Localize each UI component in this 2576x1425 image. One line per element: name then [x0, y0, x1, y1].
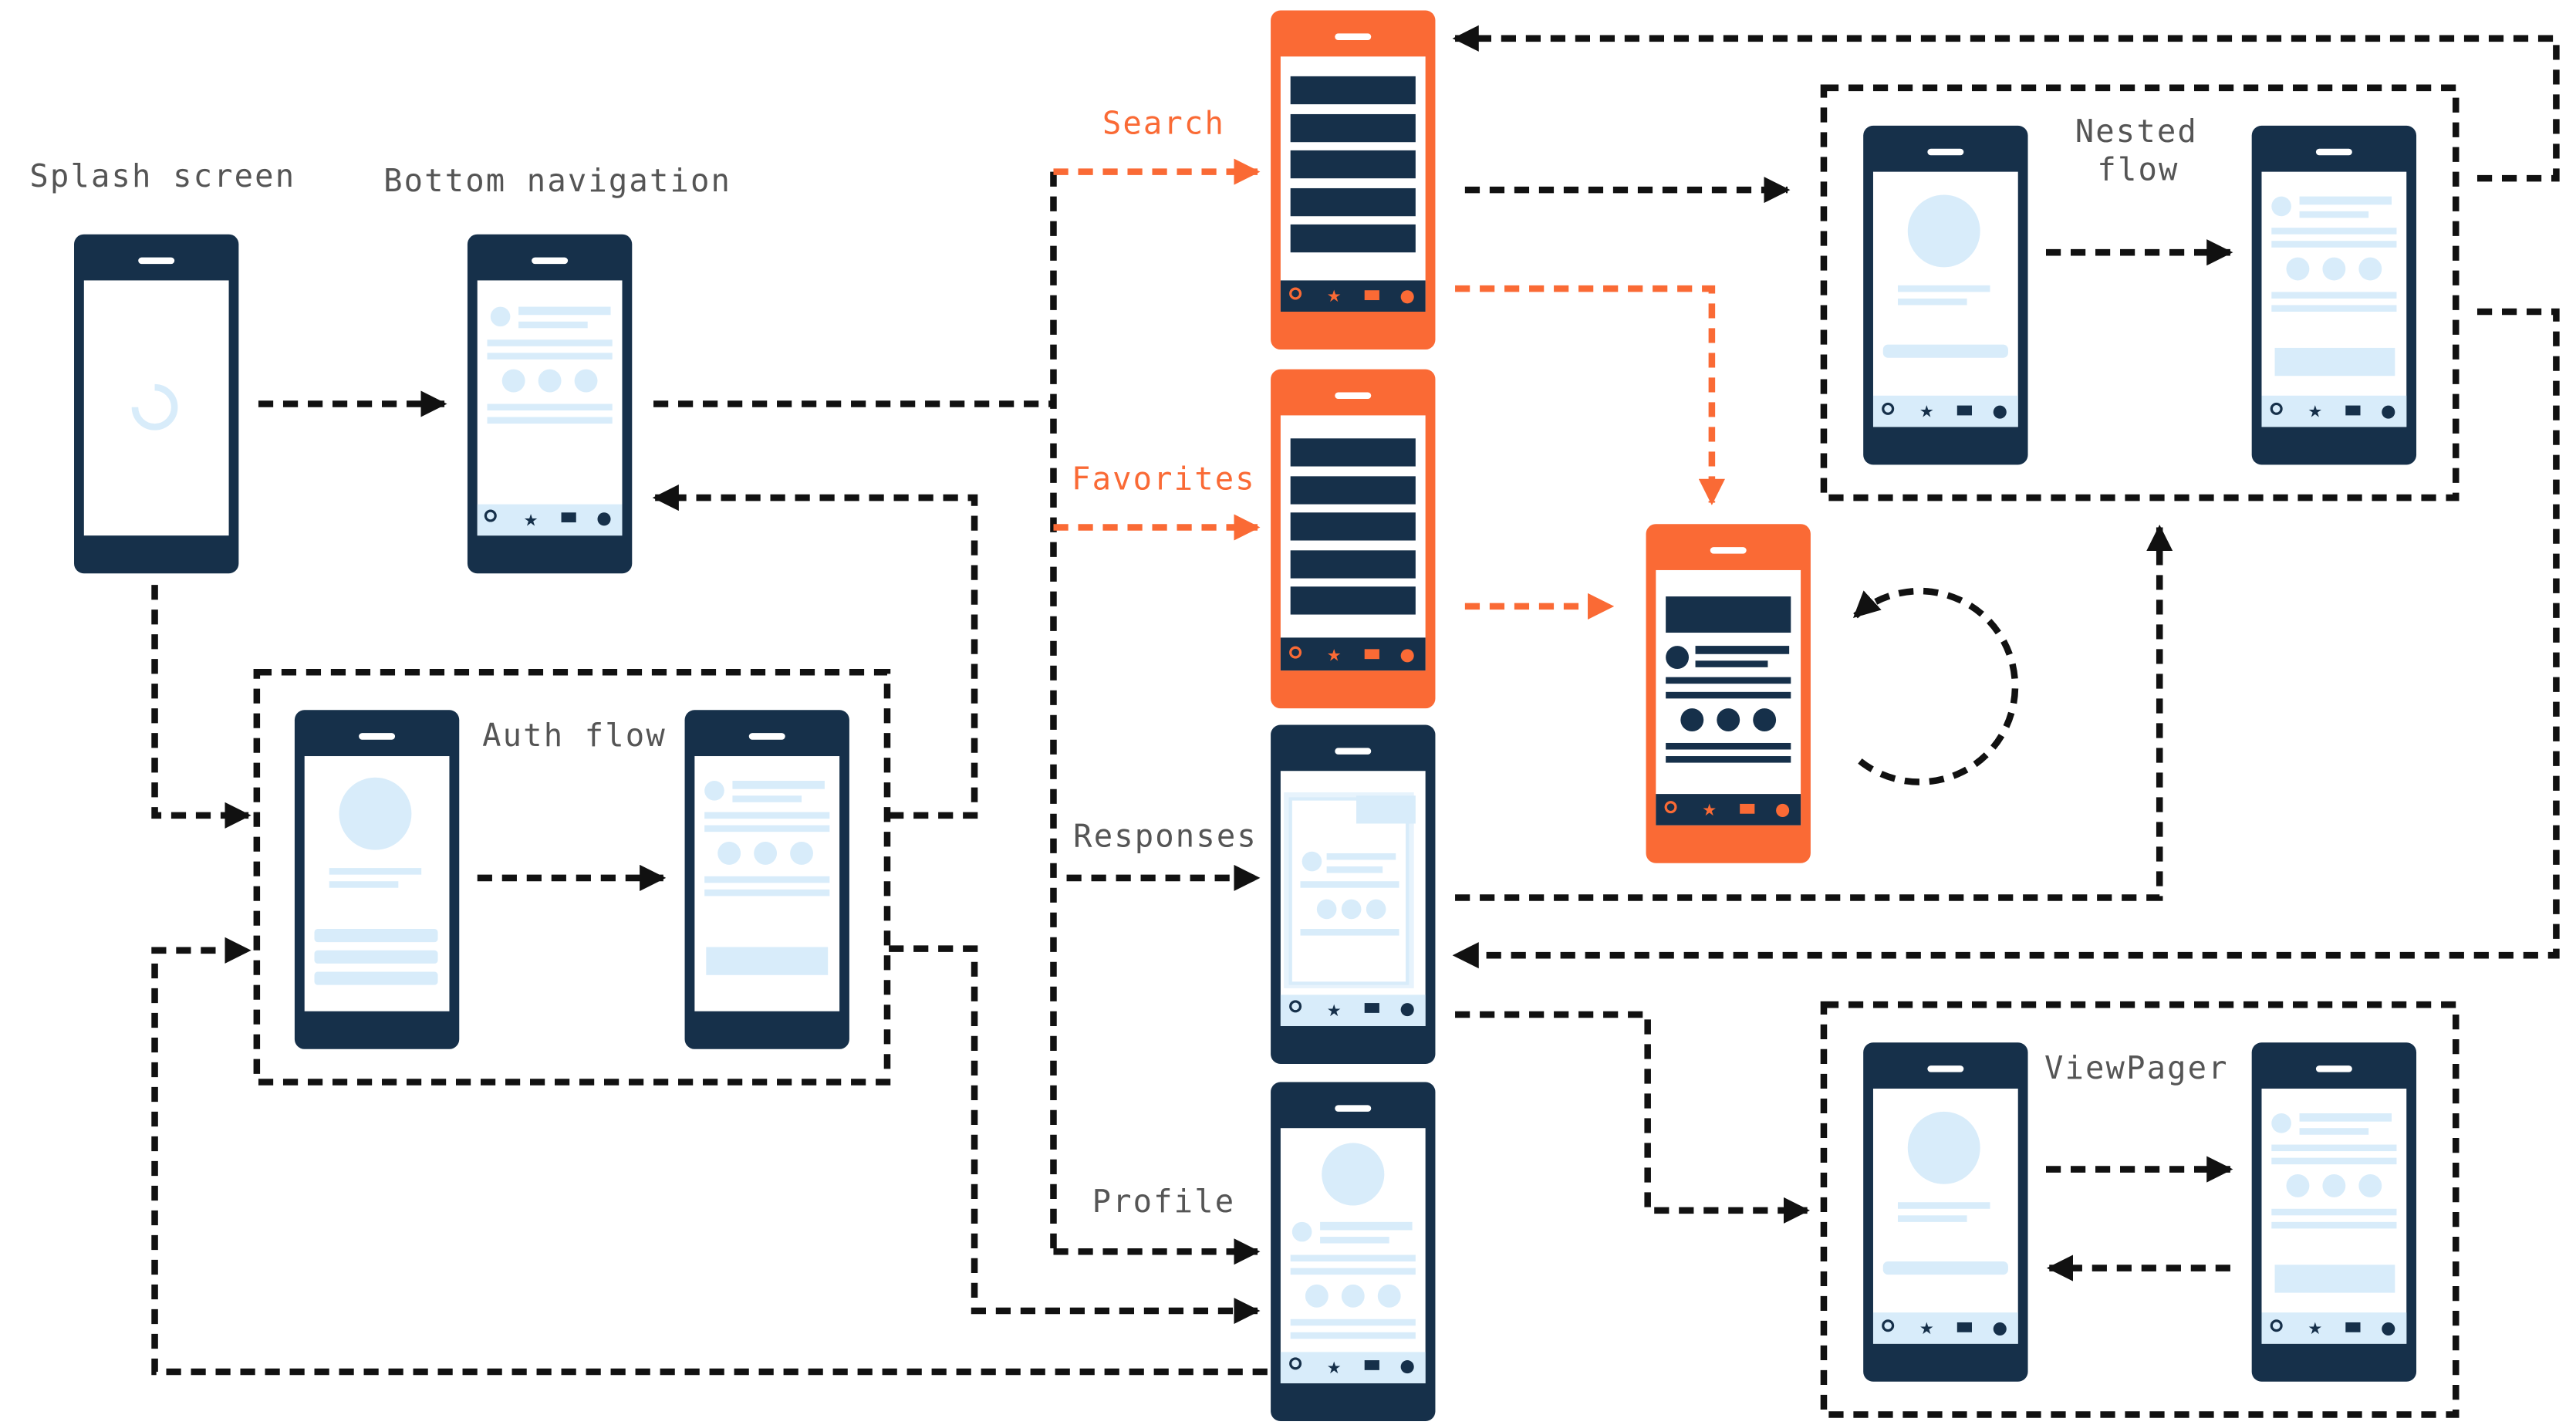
label-splash-screen: Splash screen	[29, 157, 295, 194]
label-favorites: Favorites	[1072, 460, 1256, 497]
search-icon	[1882, 1319, 1895, 1332]
mail-icon	[1364, 1360, 1379, 1370]
profile-icon	[1400, 1003, 1414, 1017]
label-auth-flow: Auth flow	[482, 717, 667, 754]
label-viewpager: ViewPager	[2044, 1049, 2229, 1086]
favorites-phone: ★	[1271, 369, 1436, 709]
loading-spinner-icon	[131, 383, 178, 431]
search-icon	[1882, 402, 1895, 415]
label-search: Search	[1102, 105, 1225, 142]
mail-icon	[2345, 405, 2361, 416]
detail-phone: ★	[1646, 524, 1811, 863]
arrow-profile-to-auth	[151, 937, 1268, 1376]
auth-login-phone	[294, 710, 460, 1049]
profile-icon	[1993, 1322, 2007, 1336]
label-nested-line-2: flow	[2097, 150, 2179, 187]
label-bottom-navigation: Bottom navigation	[383, 162, 731, 199]
star-icon: ★	[1919, 1319, 1934, 1339]
profile-icon	[1400, 290, 1414, 304]
search-icon	[1289, 646, 1302, 659]
star-icon: ★	[1327, 646, 1342, 665]
mail-icon	[1364, 649, 1379, 660]
bottom-navigation-phone: ★	[467, 234, 633, 574]
profile-phone: ★	[1271, 1082, 1436, 1421]
arrow-responses-to-viewpager	[1455, 1011, 1811, 1224]
star-icon: ★	[1702, 801, 1717, 820]
profile-icon	[597, 512, 611, 526]
splash-screen-phone	[74, 234, 239, 574]
search-icon	[1289, 1357, 1302, 1370]
profile-icon	[2382, 1322, 2395, 1336]
mail-icon	[1740, 803, 1755, 814]
viewpager-screen-2-phone: ★	[2251, 1042, 2417, 1382]
mail-icon	[1364, 290, 1379, 301]
star-icon: ★	[1919, 403, 1934, 422]
arrow-detail-self-loop	[1852, 587, 2019, 785]
arrow-search-to-detail	[1455, 285, 1725, 505]
star-icon: ★	[523, 511, 538, 530]
search-icon	[484, 509, 497, 522]
label-responses: Responses	[1073, 817, 1258, 854]
responses-phone: ★	[1271, 724, 1436, 1065]
star-icon: ★	[2308, 403, 2322, 422]
profile-icon	[1400, 1360, 1414, 1374]
nested-flow-screen-2-phone: ★	[2251, 125, 2417, 465]
mail-icon	[1956, 405, 1972, 416]
profile-icon	[2382, 405, 2395, 419]
label-nested-line-1: Nested	[2075, 113, 2198, 150]
profile-icon	[1993, 405, 2007, 419]
search-icon	[2270, 1319, 2283, 1332]
arrow-nested-to-responses	[1452, 308, 2560, 969]
search-icon	[2270, 402, 2283, 415]
arrow-responses-to-nested	[1455, 525, 2173, 901]
star-icon: ★	[2308, 1319, 2322, 1339]
viewpager-group	[1820, 1001, 2460, 1418]
nested-flow-screen-1-phone: ★	[1863, 125, 2028, 465]
profile-icon	[1400, 649, 1414, 663]
arrow-splash-to-auth	[151, 585, 252, 829]
mail-icon	[1364, 1003, 1379, 1013]
search-phone: ★	[1271, 10, 1436, 350]
arrow-auth-to-profile	[889, 945, 1261, 1325]
auth-details-phone	[684, 710, 849, 1049]
star-icon: ★	[1327, 1359, 1342, 1378]
nested-flow-group	[1820, 84, 2460, 501]
mail-icon	[2345, 1322, 2361, 1332]
label-profile: Profile	[1092, 1183, 1236, 1220]
star-icon: ★	[1327, 287, 1342, 306]
profile-icon	[1776, 803, 1790, 817]
star-icon: ★	[1327, 1001, 1342, 1021]
search-icon	[1289, 287, 1302, 300]
search-icon	[1664, 801, 1677, 814]
search-icon	[1289, 1000, 1302, 1013]
mail-icon	[561, 512, 576, 523]
mail-icon	[1956, 1322, 1972, 1332]
arrow-nested-to-search	[1452, 25, 2560, 182]
viewpager-screen-1-phone: ★	[1863, 1042, 2028, 1382]
